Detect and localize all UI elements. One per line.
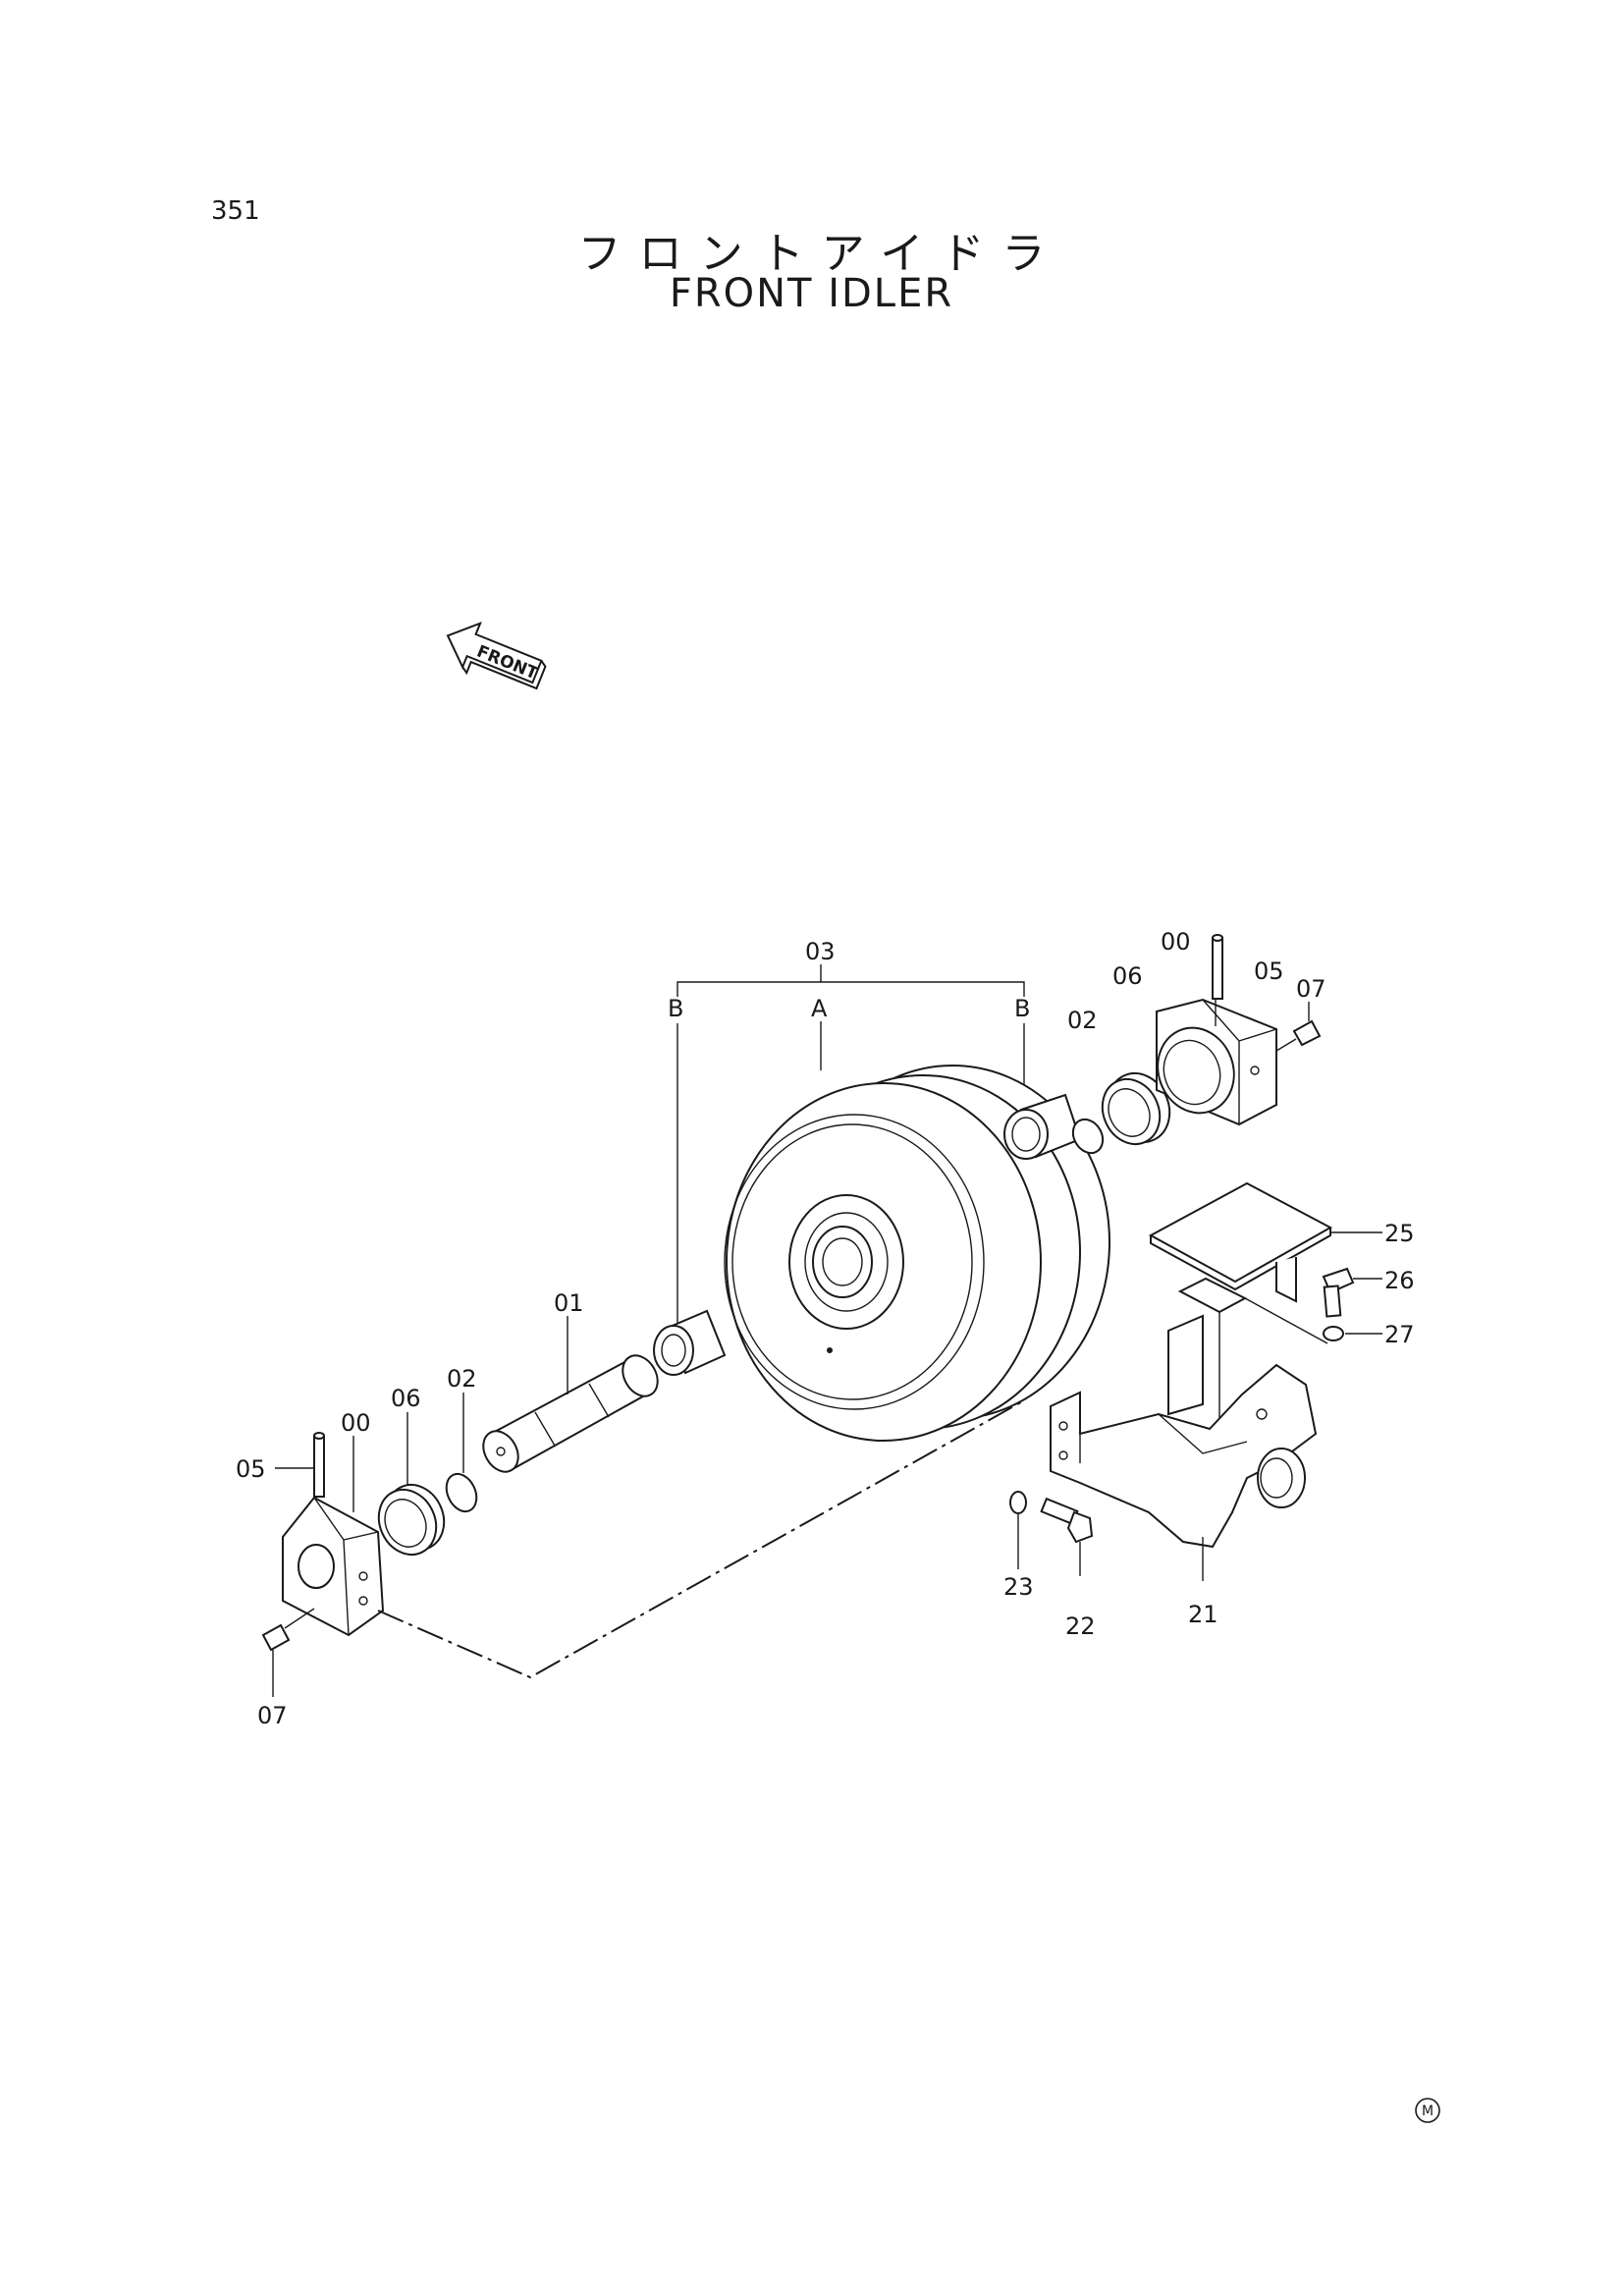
callout-23: 23 (1003, 1573, 1034, 1601)
bolt-22 (1040, 1497, 1094, 1576)
callout-25: 25 (1384, 1220, 1415, 1247)
o-ring-left (445, 1393, 478, 1513)
callout-21: 21 (1188, 1601, 1218, 1628)
floating-seal-left (377, 1412, 446, 1557)
callout-22: 22 (1065, 1613, 1096, 1640)
callout-00-left: 00 (341, 1409, 371, 1437)
callout-27: 27 (1384, 1321, 1415, 1348)
callout-26: 26 (1384, 1267, 1415, 1294)
bearing-block-right (1156, 943, 1277, 1126)
idler-wheel (724, 1065, 1110, 1442)
washer-23 (1009, 1491, 1027, 1569)
title-japanese: フロントアイドラ (577, 229, 1063, 279)
idler-yoke (1050, 1314, 1318, 1581)
bolt-26 (1322, 1267, 1382, 1318)
front-arrow-icon: FRONT (446, 621, 547, 690)
plug-right (1275, 1002, 1322, 1052)
callout-07-right: 07 (1296, 975, 1326, 1003)
callout-02-right: 02 (1067, 1007, 1098, 1034)
callout-01: 01 (554, 1289, 584, 1317)
bushing-left (653, 1309, 727, 1376)
mark-symbol: M (1422, 2104, 1434, 2119)
callout-B-left: B (668, 995, 683, 1022)
bushing-right (1003, 1093, 1082, 1160)
callout-02-left: 02 (447, 1365, 477, 1393)
bearing-block-left (282, 1436, 385, 1637)
spacer-plate (1177, 1277, 1328, 1478)
floating-seal-right (1101, 1071, 1171, 1146)
plug-left (261, 1608, 315, 1697)
axle-shaft (482, 1316, 659, 1473)
pin-right (1212, 934, 1223, 1000)
assembly-line (377, 1398, 1027, 1679)
title-english: FRONT IDLER (669, 271, 954, 316)
callout-B-right: B (1014, 995, 1030, 1022)
page-number: 351 (211, 196, 260, 226)
callout-05-right: 05 (1254, 957, 1284, 985)
washer-27 (1323, 1326, 1382, 1341)
callout-03: 03 (805, 938, 836, 965)
callout-00-right: 00 (1161, 928, 1191, 956)
callout-05-left: 05 (236, 1455, 266, 1483)
callout-06-right: 06 (1112, 962, 1143, 990)
pin-left (275, 1432, 325, 1498)
registered-mark-icon: M (1415, 2098, 1440, 2123)
guard-plate (1148, 1181, 1382, 1303)
callout-A: A (811, 995, 828, 1022)
callout-07-left: 07 (257, 1702, 288, 1729)
callout-06-left: 06 (391, 1385, 421, 1412)
o-ring-right (1071, 1118, 1105, 1155)
